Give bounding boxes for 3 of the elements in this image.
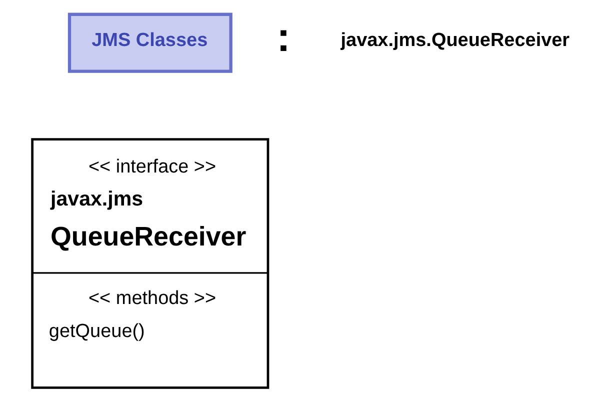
node-box: JMS Classes — [68, 12, 232, 73]
label: : — [276, 14, 290, 60]
label: javax.jms.QueueReceiver — [340, 30, 570, 52]
